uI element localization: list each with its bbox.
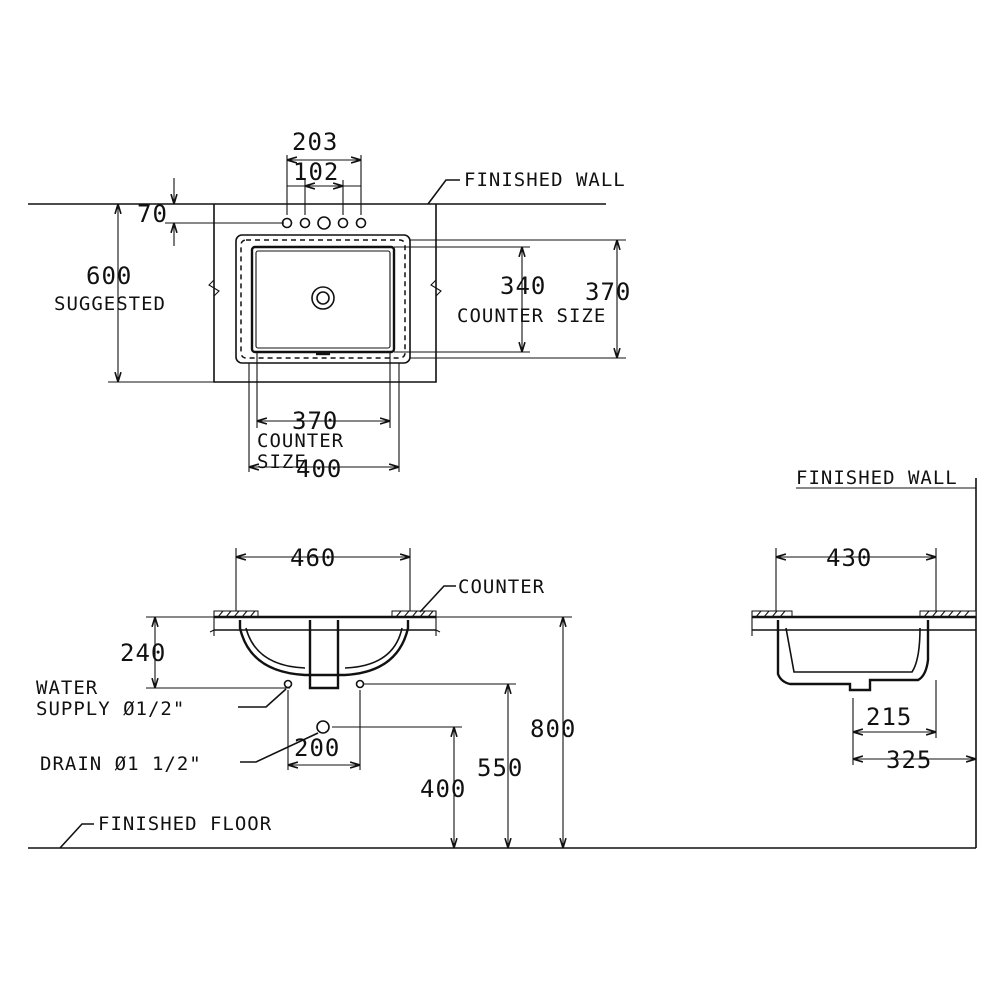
plan-basin-outer: [235, 234, 411, 364]
counter-label-line1: COUNTER: [257, 430, 344, 452]
dim-70-text: 70: [137, 200, 168, 228]
plan-break-left: [208, 279, 220, 297]
plan-drain-icon: [311, 286, 335, 310]
plan-break-right: [430, 279, 442, 297]
front-trap: [308, 620, 340, 690]
side-view: FINISHED WALL 430 215 325: [751, 467, 977, 848]
dim-460-text: 460: [290, 544, 336, 572]
hatch-pattern: [755, 610, 970, 618]
side-bowl: [776, 620, 930, 692]
dim-600-text: 600: [86, 262, 132, 290]
front-counter-label: COUNTER: [458, 576, 545, 598]
dim-550-text: 550: [477, 754, 523, 782]
dim-215-text: 215: [866, 703, 912, 731]
water-supply-label-1: WATER: [36, 677, 98, 699]
plan-finished-wall-label: FINISHED WALL: [464, 169, 626, 191]
tap-hole-icon: [317, 216, 331, 230]
counter-label-line2: SIZE: [257, 451, 307, 473]
dim-800-text: 800: [530, 715, 576, 743]
water-supply-right-icon: [355, 679, 365, 689]
side-finished-wall-label: FINISHED WALL: [796, 467, 958, 489]
plan-basin-dashed: [240, 239, 406, 359]
front-break-right: [435, 611, 441, 636]
dim-200-text: 200: [294, 734, 340, 762]
front-bowl-inner: [245, 627, 403, 669]
tap-hole-icon: [299, 217, 311, 229]
water-supply-left-icon: [283, 679, 293, 689]
dim-370-right-text: 370: [585, 278, 631, 306]
drain-label: DRAIN Ø1 1/2": [40, 753, 202, 775]
drain-leader: [240, 732, 319, 763]
front-break-left: [209, 611, 215, 636]
counter-size-label-right: COUNTER SIZE: [457, 305, 606, 327]
dim-400-text: 400: [296, 455, 342, 483]
suggested-label: SUGGESTED: [54, 293, 166, 315]
front-view: 460 COUNTER 240 WATER SUPPLY Ø1/2" DRAIN…: [28, 544, 976, 849]
plan-wall-leader: [427, 179, 460, 205]
side-bowl-inner: [785, 627, 921, 673]
front-bowl: [238, 620, 410, 677]
plan-basin-inner: [250, 245, 396, 354]
floor-leader: [59, 823, 94, 849]
tap-hole-icon: [337, 217, 349, 229]
drain-outlet-icon: [316, 720, 330, 734]
plan-view: FINISHED WALL 203 102: [28, 128, 631, 483]
dim-325-text: 325: [886, 746, 932, 774]
plan-basin-inner2: [255, 250, 391, 349]
tap-hole-icon: [355, 217, 367, 229]
dim-340-text: 340: [500, 272, 546, 300]
dim-400-height-text: 400: [420, 775, 466, 803]
dim-370-bottom-text: 370: [292, 407, 338, 435]
finished-floor-label: FINISHED FLOOR: [98, 813, 272, 835]
water-supply-leader: [238, 688, 287, 708]
plan-counter-outline: [213, 204, 437, 383]
dim-102-text: 102: [293, 158, 339, 186]
dim-430-text: 430: [826, 544, 872, 572]
front-counter-leader: [419, 585, 456, 613]
plan-drain-inner-icon: [316, 291, 330, 305]
dim-240-text: 240: [120, 639, 166, 667]
water-supply-label-2: SUPPLY Ø1/2": [36, 698, 185, 720]
hatch-pattern: [217, 610, 434, 618]
dim-203-text: 203: [292, 128, 338, 156]
